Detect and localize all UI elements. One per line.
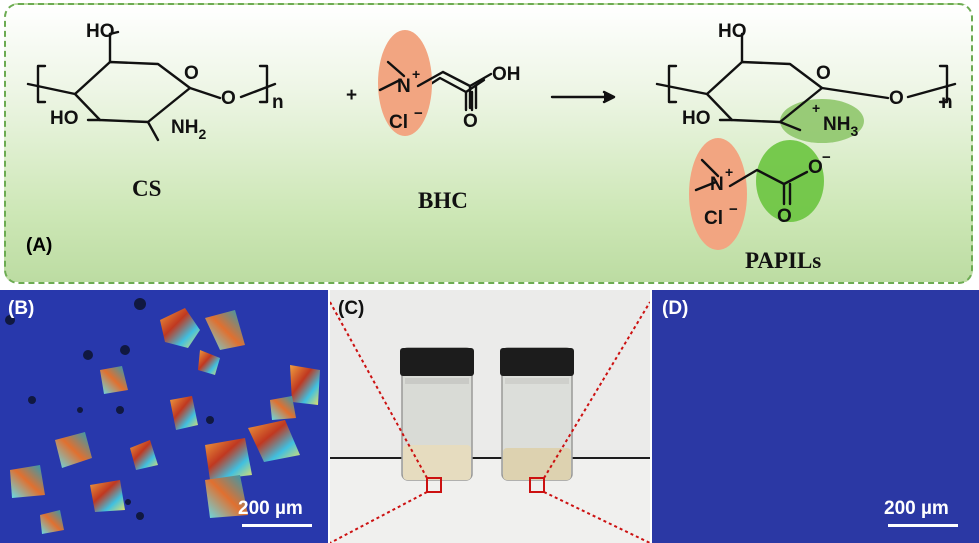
cs-ho-top: HO (86, 21, 115, 42)
papils-n: N (710, 174, 724, 195)
bhc-n: N (397, 76, 411, 97)
bhc-n-plus: + (412, 66, 420, 82)
reaction-scheme: HO HO O O n NH2 + N + Cl − OH O HO HO O … (26, 21, 957, 250)
papils-nh3: NH3 (823, 114, 858, 139)
vial-photo (330, 290, 650, 543)
crystal-micrograph (0, 290, 328, 543)
panel-a-label: (A) (26, 235, 53, 256)
bhc-ion-pair-ellipse (378, 30, 432, 136)
panel-b-scale-label: 200 µm (238, 498, 303, 519)
bhc-label: BHC (418, 188, 468, 213)
papils-nh3-plus: + (812, 100, 820, 116)
cs-linker-o: O (221, 88, 236, 109)
papils-structure (655, 32, 957, 206)
papils-carbonyl-o: O (777, 206, 792, 227)
papils-linker-o: O (889, 88, 904, 109)
papils-ring-o: O (816, 63, 831, 84)
panel-c-label: (C) (338, 298, 365, 319)
papils-o-minus: O (808, 157, 823, 178)
papils-cl-minus: − (729, 201, 738, 218)
papils-n-plus: + (725, 164, 733, 180)
panel-d-scale-label: 200 µm (884, 498, 949, 519)
bhc-cl: Cl (389, 112, 408, 133)
zoom-box-left (426, 477, 442, 493)
panel-d-scale-bar (888, 524, 958, 527)
papils-ho-top: HO (718, 21, 747, 42)
vial-photo-c: (C) (330, 290, 650, 543)
reaction-arrow (550, 90, 616, 104)
cs-left-bracket (36, 64, 47, 104)
product-ion-ellipse (689, 138, 747, 250)
zoom-box-right (529, 477, 545, 493)
papils-label: PAPILs (745, 248, 822, 273)
bhc-cl-minus: − (414, 105, 423, 122)
plus-sign: + (346, 85, 357, 106)
amine-highlight-ellipse (780, 99, 864, 143)
cs-ho-left: HO (50, 108, 79, 129)
vial-left (400, 347, 474, 481)
scheme-panel-a (4, 3, 973, 284)
papils-cl: Cl (704, 208, 723, 229)
panel-b-label: (B) (8, 298, 35, 319)
cs-label: CS (132, 176, 162, 201)
cs-repeat-n: n (272, 92, 284, 113)
panel-d-label: (D) (662, 298, 689, 319)
cs-right-bracket (258, 64, 269, 104)
panel-b-scale-bar (242, 524, 312, 527)
papils-ho-left: HO (682, 108, 711, 129)
vial-right (500, 347, 574, 481)
micrograph-b: (B) 200 µm (0, 290, 328, 543)
papils-repeat-n: n (941, 92, 953, 113)
cs-nh2: NH2 (171, 117, 206, 142)
bhc-carbonyl-o: O (463, 111, 478, 132)
cs-structure (26, 30, 277, 142)
papils-o-minus-charge: − (822, 149, 831, 166)
micrograph-d: (D) 200 µm (652, 290, 979, 543)
bhc-oh: OH (492, 64, 521, 85)
cs-ring-o: O (184, 63, 199, 84)
